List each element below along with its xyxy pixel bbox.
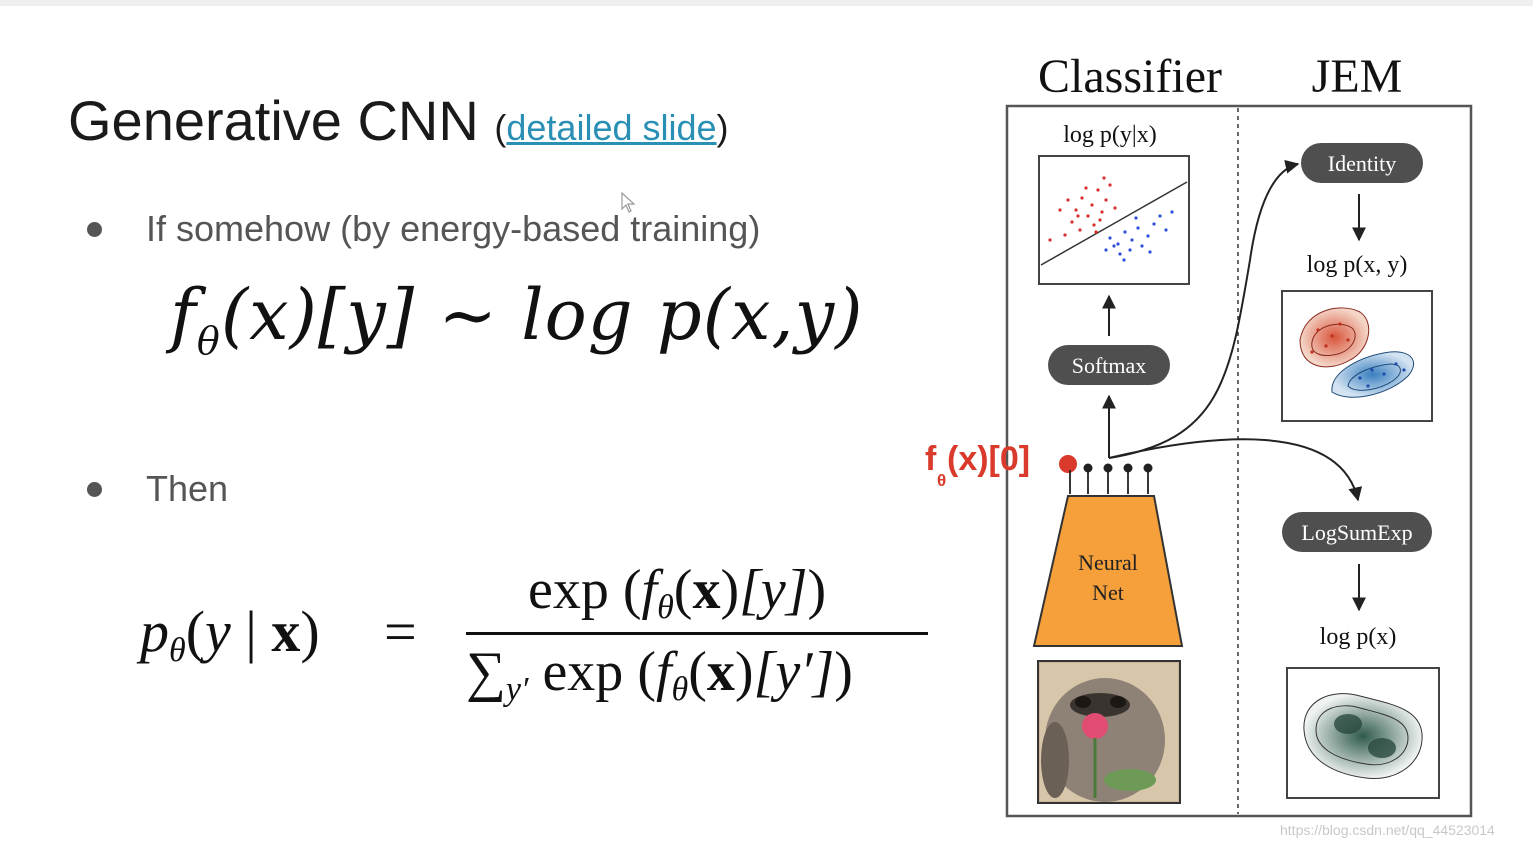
classifier-scatter-plot [1038, 155, 1190, 285]
slide-title: Generative CNN (detailed slide) [68, 88, 729, 153]
logit-label-f: f [925, 440, 937, 478]
detailed-slide-link[interactable]: detailed slide [506, 107, 717, 148]
joint-density-plot [1281, 290, 1433, 422]
log-p-y-given-x-label: log p(y|x) [1063, 122, 1156, 148]
diagram-frame [1005, 104, 1473, 818]
raccoon-photo [1037, 660, 1181, 804]
logsumexp-label: LogSumExp [1301, 520, 1412, 545]
softmax-label: Softmax [1072, 353, 1147, 378]
equation-numerator: exp (fθ(x)[y]) [528, 559, 827, 626]
bullet-2: Then [146, 468, 229, 509]
marginal-density-plot [1286, 667, 1440, 799]
jem-header: JEM [1312, 50, 1403, 103]
softmax-node [1048, 345, 1170, 385]
watermark: https://blog.csdn.net/qq_44523014 [1280, 822, 1495, 838]
bullet-dot-icon [87, 482, 102, 497]
neural-net-label-2: Net [1092, 580, 1124, 605]
bullet-dot-icon [87, 222, 102, 237]
equation-lhs: pθ(y | x) [140, 599, 320, 669]
classifier-header: Classifier [1038, 50, 1222, 103]
log-p-x-y-label: log p(x, y) [1307, 252, 1408, 278]
logsumexp-node [1282, 512, 1432, 552]
identity-node [1301, 143, 1423, 183]
network-output-nodes [1059, 455, 1153, 494]
equation-denominator: ∑y′ exp (fθ(x)[y′]) [466, 641, 853, 708]
log-p-x-label: log p(x) [1320, 624, 1397, 650]
equation-equals: = [384, 599, 417, 664]
title-text: Generative CNN [68, 89, 479, 152]
identity-label: Identity [1328, 151, 1396, 176]
handwritten-formula: fθ(x)[y] ~ log p(x,y) [170, 274, 864, 363]
logit-label-text: (x)[0] [947, 440, 1030, 478]
mouse-pointer-icon [621, 192, 636, 213]
top-bar [0, 0, 1533, 6]
neural-net-trapezoid [1032, 495, 1184, 647]
jem-diagram: Classifier JEM log p(y|x) Softmax [925, 50, 1473, 818]
neural-net-label-1: Neural [1078, 550, 1138, 575]
logit-label-theta: θ [937, 471, 946, 490]
logit-0-node [1059, 455, 1077, 473]
bullet-1: If somehow (by energy-based training) [146, 208, 761, 249]
fraction-bar [466, 632, 928, 635]
detailed-slide-link-wrap: (detailed slide) [494, 107, 729, 148]
